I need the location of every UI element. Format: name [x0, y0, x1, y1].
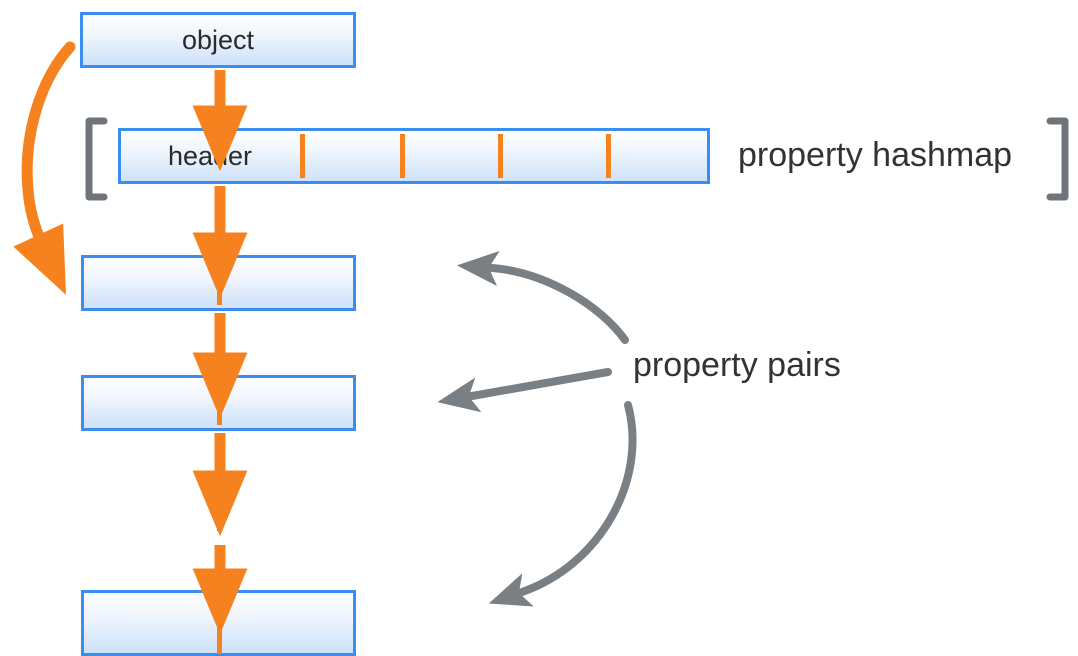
arrow-pairs-to-box3 [488, 401, 637, 607]
hashmap-cell-tick-4 [606, 134, 611, 178]
arrow-object-to-pair1-curve [13, 41, 76, 295]
hashmap-right-bracket [1046, 117, 1069, 201]
hashmap-cell-tick-3 [498, 134, 503, 178]
ellipsis-dot-2 [217, 511, 222, 516]
arrow-pairs-to-box2 [437, 368, 612, 413]
header-box-label: header [167, 141, 253, 171]
hashmap-left-bracket [85, 117, 108, 201]
ellipsis-dot-3 [217, 526, 222, 531]
hashmap-cell-tick-1 [300, 134, 305, 178]
property-pair-divider-1 [217, 261, 222, 305]
arrow-pairs-to-box1 [456, 250, 629, 344]
property-pairs-label: property pairs [633, 346, 841, 384]
object-box-label: object [181, 25, 255, 55]
hashmap-cell-tick-2 [400, 134, 405, 178]
object-box [80, 12, 356, 68]
property-pair-divider-2 [217, 381, 222, 425]
property-pair-divider-3 [217, 596, 222, 654]
ellipsis-dot-1 [217, 496, 222, 501]
property-hashmap-label: property hashmap [738, 136, 1013, 174]
